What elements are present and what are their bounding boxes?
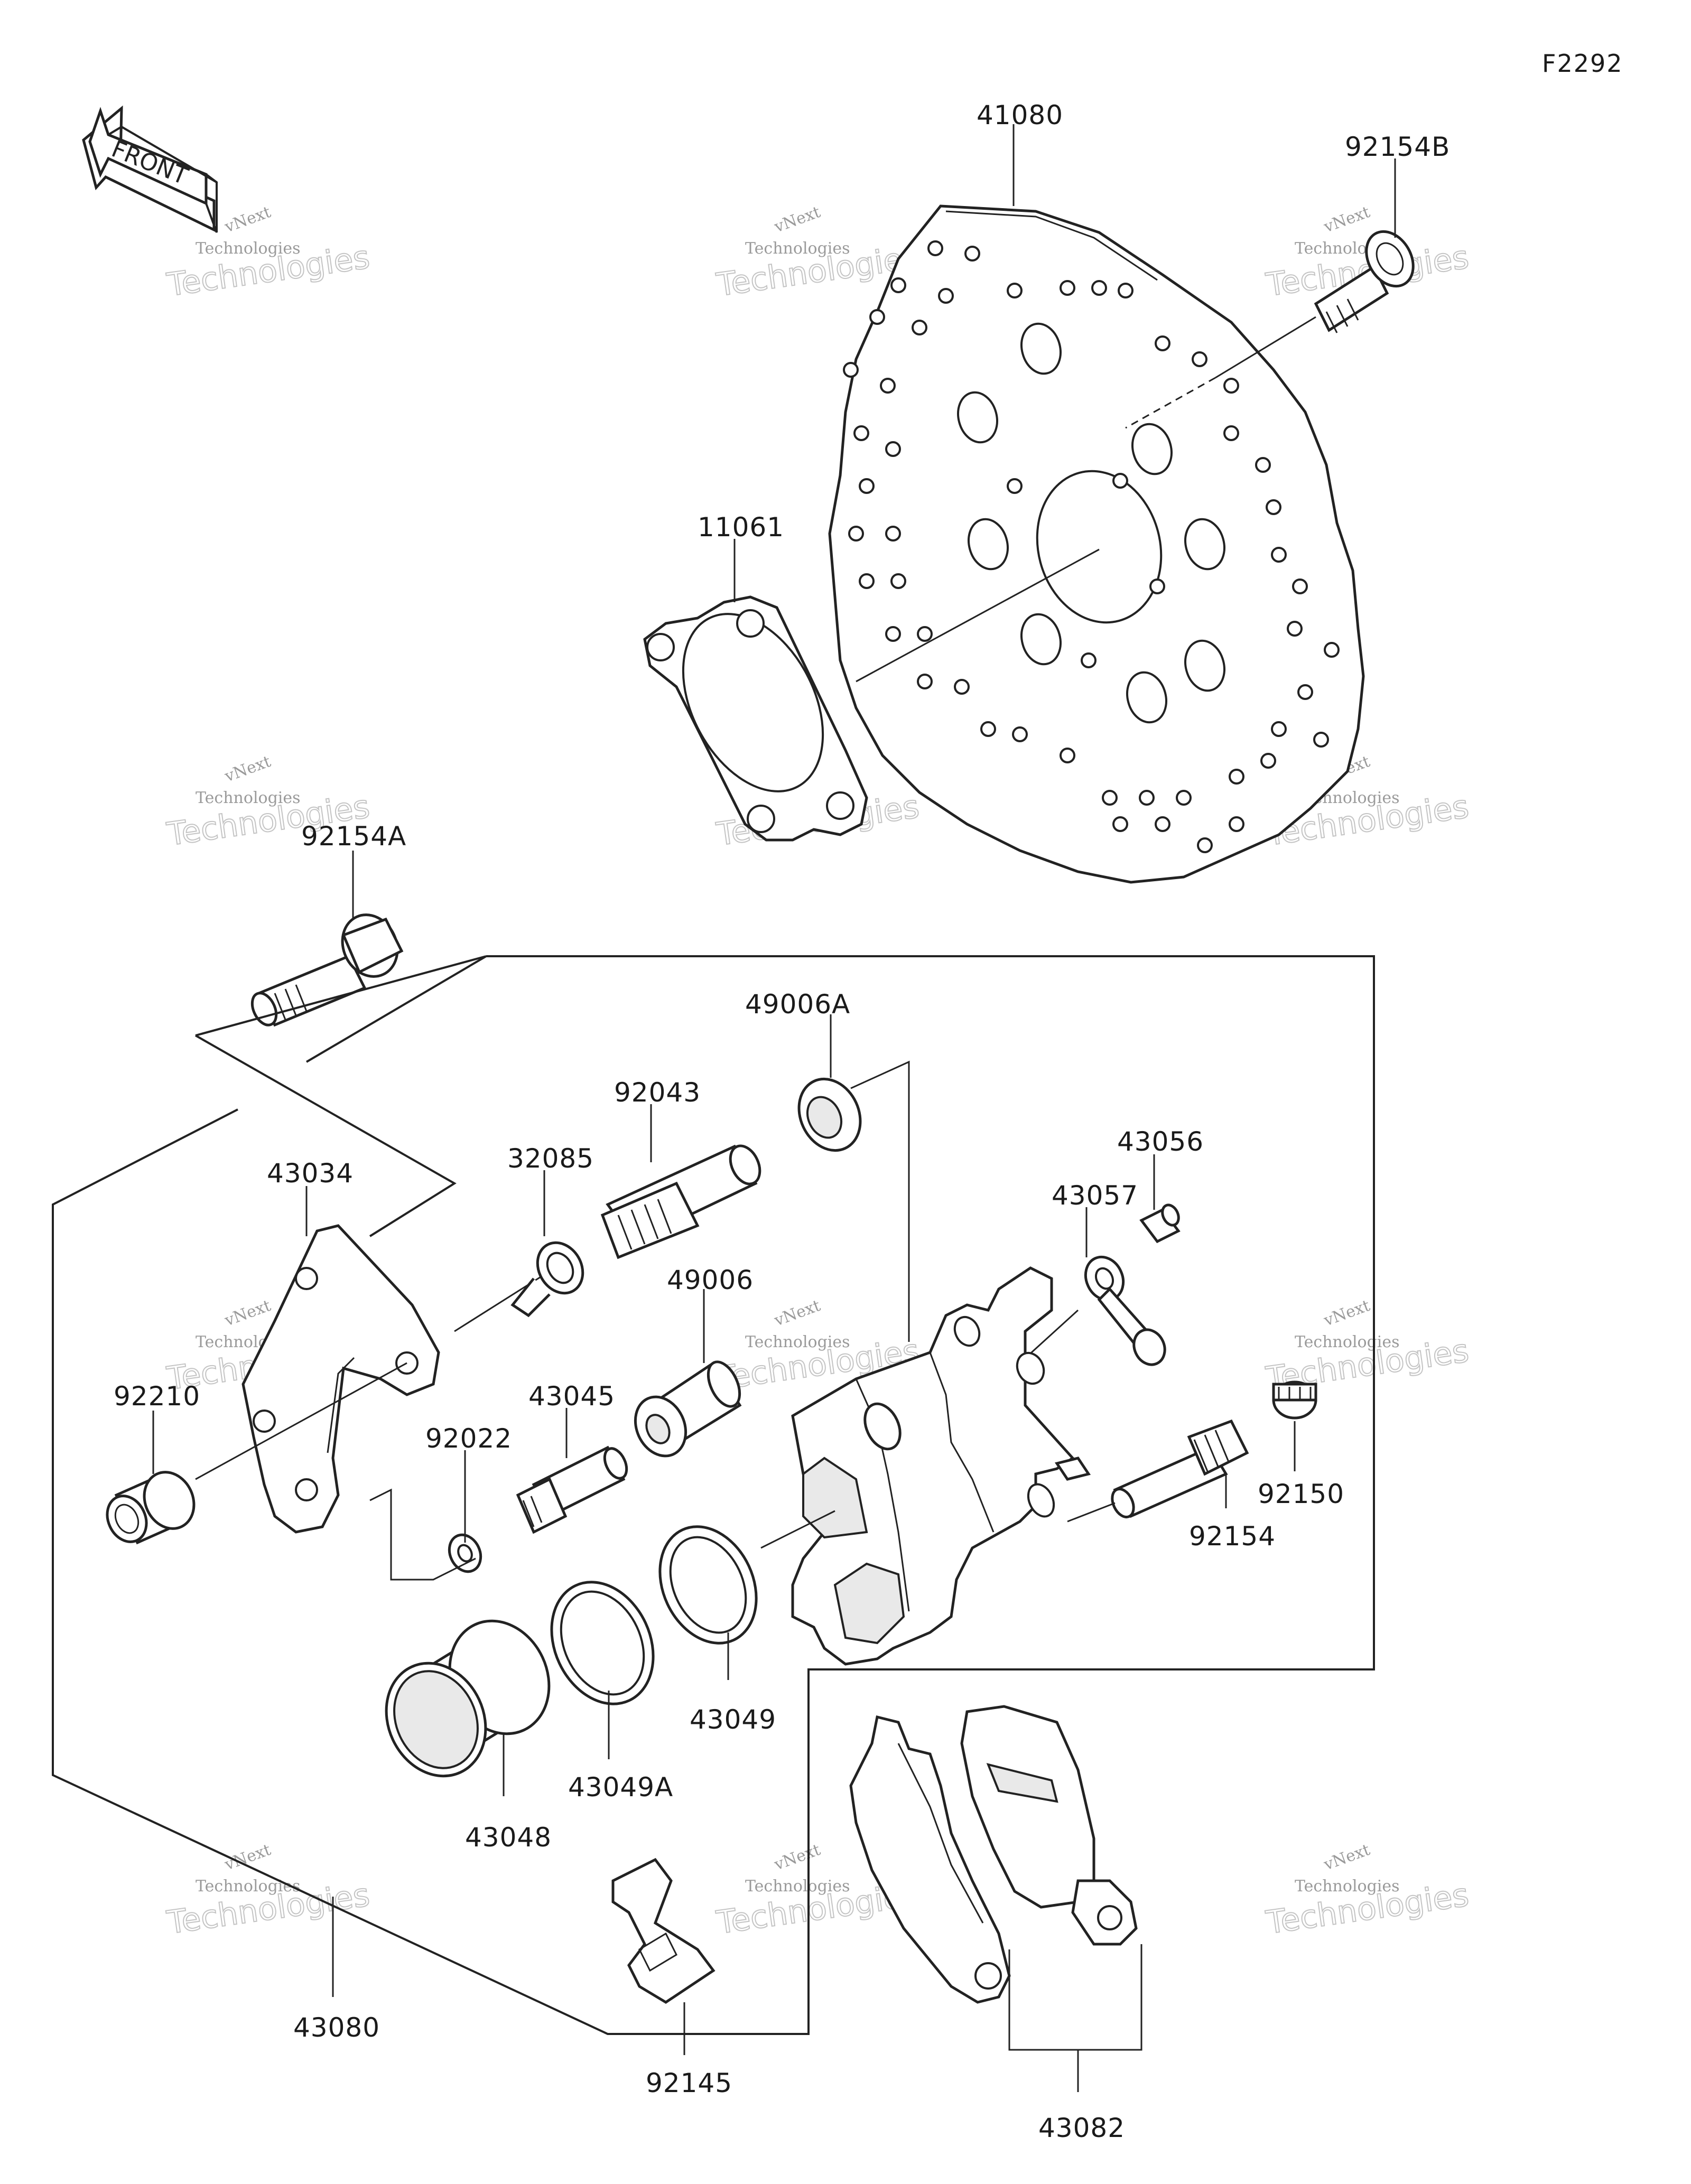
label-49006: 49006 <box>667 1265 754 1295</box>
svg-text:Technologies: Technologies <box>745 1333 850 1351</box>
label-43034: 43034 <box>267 1158 354 1189</box>
disc-screw-92154B <box>1314 230 1415 333</box>
leader-lines <box>152 124 1396 2092</box>
svg-text:Technologies: Technologies <box>745 1877 850 1896</box>
label-49006A: 49006A <box>745 989 850 1020</box>
label-43049A: 43049A <box>568 1772 673 1803</box>
label-92154: 92154 <box>1189 1521 1276 1552</box>
disc-shim-11061 <box>643 595 868 842</box>
svg-text:Technologies: Technologies <box>745 239 850 258</box>
label-92150: 92150 <box>1258 1479 1344 1509</box>
svg-text:Technologies: Technologies <box>196 789 301 807</box>
label-43048: 43048 <box>465 1822 552 1853</box>
slide-pin-92043 <box>600 1144 761 1259</box>
label-43082: 43082 <box>1038 2113 1125 2143</box>
boot-49006 <box>634 1360 742 1458</box>
label-92145: 92145 <box>646 2068 732 2098</box>
svg-text:Technologies: Technologies <box>1295 1877 1400 1896</box>
caliper-piston-43048 <box>385 1619 551 1778</box>
label-43057: 43057 <box>1052 1180 1138 1211</box>
bleed-cap-43057 <box>1084 1255 1166 1366</box>
label-92022: 92022 <box>425 1423 512 1454</box>
brake-caliper-body <box>791 1266 1091 1666</box>
svg-text:vNext: vNext <box>1321 1296 1372 1330</box>
svg-text:vNext: vNext <box>222 203 273 237</box>
brake-pads-43082 <box>849 1705 1138 2004</box>
svg-text:Technologies: Technologies <box>196 1877 301 1896</box>
pad-spring-92145 <box>611 1858 716 2004</box>
label-32085: 32085 <box>507 1143 594 1174</box>
watermark: vNext Technologies Technologies <box>164 1841 372 1942</box>
sleeve-92210 <box>106 1471 196 1545</box>
watermark: vNext Technologies Technologies <box>1263 1841 1471 1942</box>
bleed-valve-43056 <box>1139 1203 1181 1244</box>
label-92154B: 92154B <box>1345 132 1450 162</box>
svg-text:vNext: vNext <box>1321 203 1372 237</box>
piston-seal-43049 <box>658 1525 758 1645</box>
part-labels: 41080 92154B 11061 92154A 49006A 92043 4… <box>114 100 1450 2143</box>
label-92210: 92210 <box>114 1381 200 1412</box>
slide-pin-43045 <box>516 1445 628 1534</box>
figure-id: F2292 <box>1542 49 1623 78</box>
brake-disc-41080 <box>828 204 1365 884</box>
svg-text:Technologies: Technologies <box>196 239 301 258</box>
label-41080: 41080 <box>977 100 1063 130</box>
label-43045: 43045 <box>528 1381 615 1412</box>
front-direction-arrow-icon: FRONT <box>82 105 218 233</box>
watermark: vNext Technologies Technologies <box>164 203 372 304</box>
spring-clip-32085 <box>510 1241 584 1318</box>
svg-text:vNext: vNext <box>1321 1841 1372 1874</box>
label-43049: 43049 <box>690 1704 776 1735</box>
svg-text:vNext: vNext <box>772 1841 823 1874</box>
svg-text:vNext: vNext <box>222 752 273 786</box>
assembly-outline <box>52 955 1375 2035</box>
washer-92022 <box>448 1533 482 1573</box>
svg-text:vNext: vNext <box>772 203 823 237</box>
label-92043: 92043 <box>614 1077 701 1108</box>
svg-text:Technologies: Technologies <box>1295 1333 1400 1351</box>
cap-92150 <box>1272 1380 1317 1420</box>
dust-seal-43049A <box>550 1581 655 1705</box>
svg-text:vNext: vNext <box>772 1296 823 1330</box>
caliper-bolt-92154A <box>250 913 404 1027</box>
label-11061: 11061 <box>698 512 784 543</box>
boot-49006A <box>797 1077 862 1152</box>
caliper-bracket-43034 <box>241 1224 440 1534</box>
label-43080: 43080 <box>293 2012 380 2043</box>
svg-text:vNext: vNext <box>222 1296 273 1330</box>
disc-vent-holes <box>843 240 1340 853</box>
label-92154A: 92154A <box>301 821 406 852</box>
label-43056: 43056 <box>1117 1126 1204 1157</box>
